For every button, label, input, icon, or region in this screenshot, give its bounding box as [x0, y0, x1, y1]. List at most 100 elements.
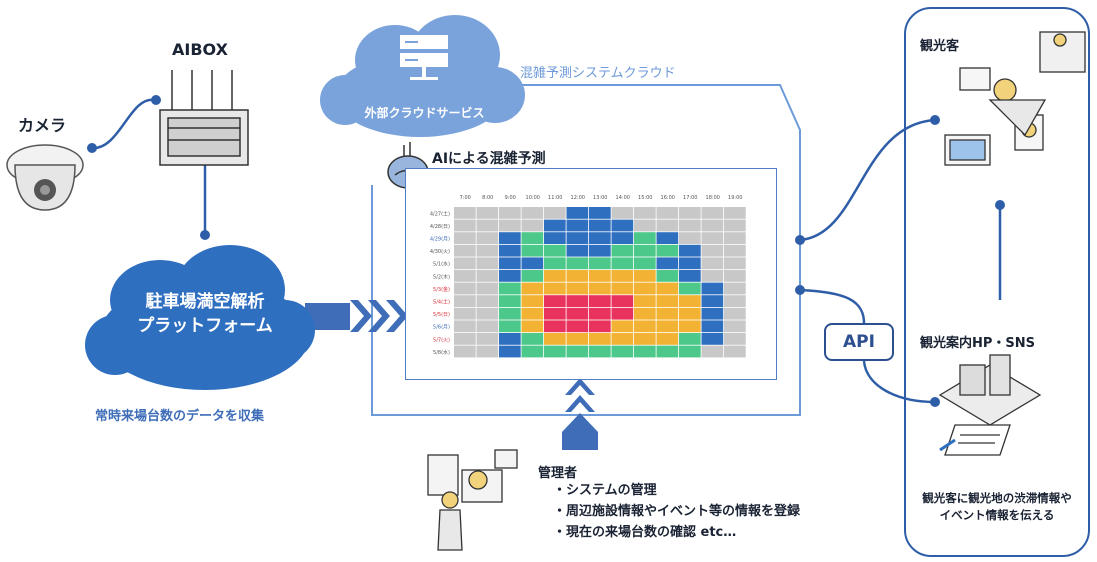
- day-tick-label: 5/1(水): [433, 261, 450, 268]
- day-tick-label: 4/28(日): [430, 224, 450, 230]
- heatmap-cell: [454, 207, 476, 219]
- heatmap-cell: [589, 333, 611, 345]
- heatmap-cell: [611, 295, 634, 307]
- heatmap-cell: [521, 320, 544, 333]
- heatmap-cell: [476, 307, 499, 320]
- heatmap-cell: [656, 345, 679, 358]
- heatmap-cell: [454, 270, 476, 282]
- heatmap-cell: [566, 345, 589, 358]
- heatmap-cell: [454, 320, 476, 333]
- heatmap-cell: [476, 270, 499, 282]
- hour-tick-label: 19:00: [728, 195, 742, 201]
- heatmap-cell: [476, 207, 499, 219]
- heatmap-cell: [634, 257, 656, 270]
- heatmap-cell: [566, 219, 589, 232]
- heatmap-cell: [679, 307, 701, 320]
- heatmap-cell: [589, 345, 611, 358]
- day-tick-label: 4/27(土): [430, 210, 450, 217]
- heatmap-cell: [589, 219, 611, 232]
- heatmap-cell: [701, 295, 724, 307]
- heatmap-cell: [611, 207, 634, 219]
- heatmap-cell: [476, 244, 499, 257]
- heatmap-cell: [544, 282, 566, 295]
- heatmap-cell: [656, 270, 679, 282]
- heatmap-cell: [589, 295, 611, 307]
- camera-icon: [6, 144, 84, 211]
- heatmap-cell: [701, 207, 724, 219]
- heatmap-cell: [589, 282, 611, 295]
- heatmap-cell: [454, 282, 476, 295]
- heatmap-cell: [521, 207, 544, 219]
- parking-platform-line1: 駐車場満空解析: [145, 292, 265, 312]
- heatmap-cell: [656, 333, 679, 345]
- heatmap-cell: [679, 295, 701, 307]
- heatmap-cell: [589, 232, 611, 244]
- heatmap-cell: [634, 282, 656, 295]
- heatmap-cell: [679, 219, 701, 232]
- heatmap-cell: [679, 282, 701, 295]
- day-tick-label: 5/4(土): [433, 299, 450, 306]
- heatmap-cell: [454, 244, 476, 257]
- heatmap-cell: [634, 244, 656, 257]
- heatmap-cell: [634, 320, 656, 333]
- tourist-illustration: [944, 31, 1086, 166]
- day-tick-label: 5/8(水): [433, 349, 450, 356]
- heatmap-cell: [611, 333, 634, 345]
- camera-label: カメラ: [18, 116, 67, 135]
- day-tick-label: 5/5(日): [433, 312, 450, 318]
- tourism-caption-line2: イベント情報を伝える: [939, 508, 1055, 522]
- tourism-caption: 観光客に観光地の渋滞情報や イベント情報を伝える: [908, 490, 1086, 524]
- website-illustration: [938, 354, 1042, 456]
- heatmap-cell: [521, 295, 544, 307]
- day-tick-label: 4/29(月): [430, 237, 450, 243]
- heatmap-cell: [634, 345, 656, 358]
- hour-tick-label: 8:00: [482, 195, 493, 201]
- heatmap-cell: [701, 257, 724, 270]
- heatmap-cell: [656, 207, 679, 219]
- heatmap-cell: [499, 295, 521, 307]
- heatmap-cell: [679, 244, 701, 257]
- heatmap-cell: [724, 219, 746, 232]
- heatmap-cell: [679, 345, 701, 358]
- parking-cloud: [85, 245, 315, 390]
- heatmap-cell: [656, 257, 679, 270]
- heatmap-cell: [701, 219, 724, 232]
- heatmap-cell: [611, 345, 634, 358]
- heatmap-cell: [454, 333, 476, 345]
- manager-task: ・現在の来場台数の確認 etc…: [553, 525, 737, 540]
- heatmap-cell: [476, 257, 499, 270]
- heatmap-cell: [566, 207, 589, 219]
- heatmap-cell: [499, 207, 521, 219]
- heatmap-cell: [566, 333, 589, 345]
- heatmap-cell: [499, 345, 521, 358]
- heatmap-cell: [499, 282, 521, 295]
- heatmap-cell: [544, 270, 566, 282]
- heatmap-cell: [656, 307, 679, 320]
- heatmap-cell: [454, 219, 476, 232]
- manager-task: ・システムの管理: [553, 483, 657, 498]
- heatmap-cell: [566, 295, 589, 307]
- manager-task-list: ・システムの管理 ・周辺施設情報やイベント等の情報を登録 ・現在の来場台数の確認…: [553, 480, 800, 543]
- heatmap-cell: [634, 207, 656, 219]
- tourist-label: 観光客: [920, 39, 960, 54]
- heatmap-cell: [634, 333, 656, 345]
- heatmap-cell: [476, 219, 499, 232]
- heatmap-cell: [611, 244, 634, 257]
- heatmap-cell: [724, 270, 746, 282]
- heatmap-cell: [701, 345, 724, 358]
- heatmap-cell: [701, 270, 724, 282]
- heatmap-cell: [476, 282, 499, 295]
- day-tick-label: 4/30(火): [430, 249, 450, 255]
- heatmap-cell: [656, 219, 679, 232]
- heatmap-cell: [724, 232, 746, 244]
- heatmap-cell: [544, 219, 566, 232]
- heatmap-cell: [454, 295, 476, 307]
- heatmap-cell: [589, 207, 611, 219]
- hour-tick-label: 17:00: [683, 195, 697, 201]
- day-tick-label: 5/2(木): [433, 273, 450, 280]
- heatmap-cell: [544, 333, 566, 345]
- heatmap-cell: [454, 232, 476, 244]
- heatmap-cell: [701, 333, 724, 345]
- heatmap-cell: [521, 232, 544, 244]
- heatmap-cell: [724, 244, 746, 257]
